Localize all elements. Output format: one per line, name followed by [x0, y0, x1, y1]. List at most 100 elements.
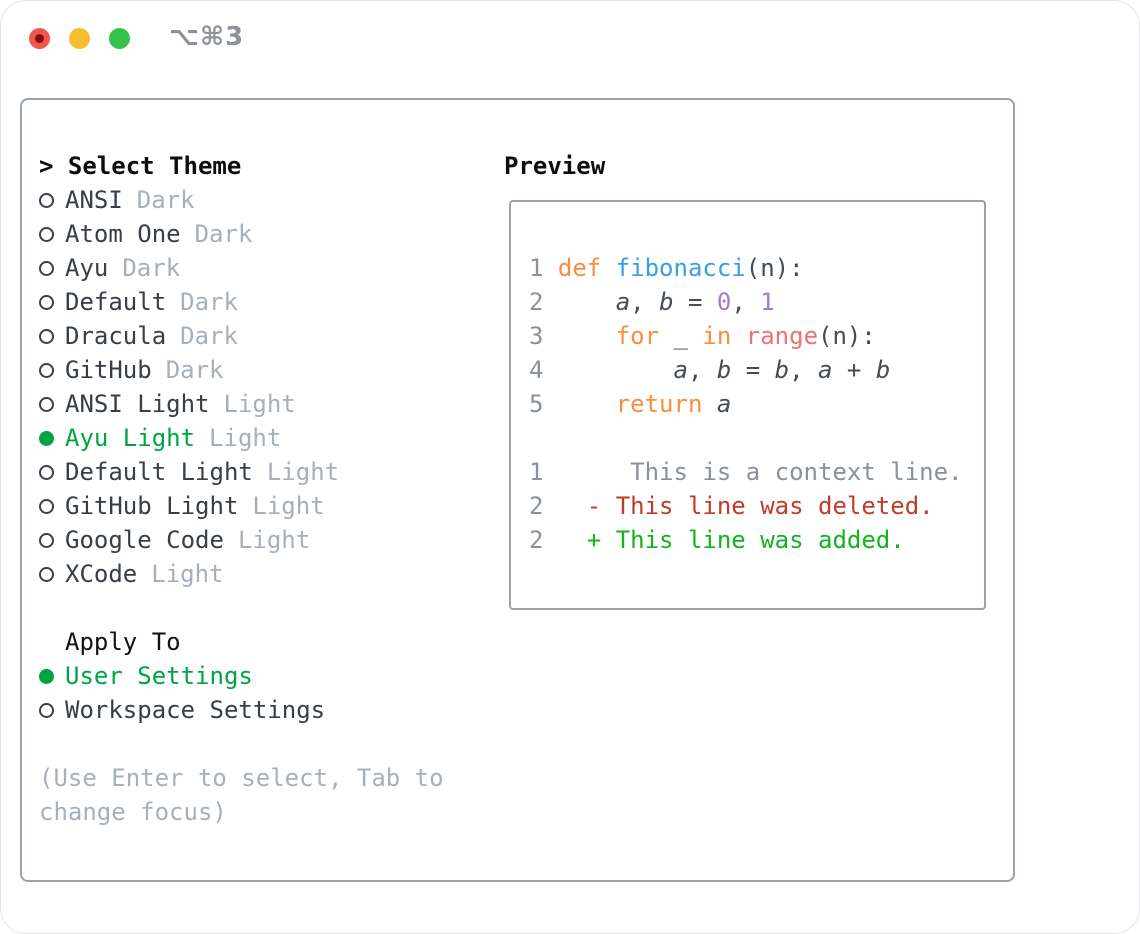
code-token-var: a [716, 390, 732, 418]
code-token-plain: , [687, 356, 717, 384]
code-token-fn: fibonacci [615, 254, 746, 282]
radio-unselected-icon [39, 396, 54, 412]
theme-variant-tag: Dark [136, 186, 195, 214]
theme-variant-tag: Light [266, 458, 340, 486]
theme-variant-tag: Light [151, 560, 224, 588]
apply-option-workspace-settings[interactable]: Workspace Settings [39, 693, 444, 727]
radio-unselected-icon [39, 702, 54, 718]
radio-unselected-icon [39, 532, 54, 548]
radio-unselected-icon [39, 464, 54, 480]
theme-variant-tag: Dark [194, 220, 253, 248]
code-token-plain: (n): [745, 254, 804, 282]
radio-unselected-icon [39, 192, 54, 208]
theme-option-github-light[interactable]: GitHub Light Light [39, 489, 444, 523]
theme-variant-tag: Light [209, 424, 282, 452]
apply-option-label: Workspace Settings [65, 696, 326, 724]
code-token-lno: 1 [529, 458, 558, 486]
theme-name: Default [65, 288, 167, 316]
code-token-var: b [659, 288, 674, 316]
window-title: ⌥⌘3 [169, 22, 245, 52]
theme-variant-tag: Light [237, 526, 311, 554]
theme-name: GitHub [65, 356, 152, 384]
titlebar: ⌥⌘3 [1, 1, 1139, 73]
theme-variant-tag: Dark [165, 356, 224, 384]
code-token-plain: , [789, 356, 819, 384]
theme-option-ayu[interactable]: Ayu Dark [39, 251, 444, 285]
traffic-lights [29, 28, 130, 49]
code-token-plain: , [630, 288, 660, 316]
theme-option-default-light[interactable]: Default Light Light [39, 455, 444, 489]
apply-option-user-settings[interactable]: User Settings [39, 659, 444, 693]
radio-unselected-icon [39, 566, 54, 582]
radio-unselected-icon [39, 260, 54, 276]
code-token-lno: 2 [529, 526, 558, 554]
code-preview: 1 def fibonacci(n): 2 a, b = 0, 1 3 for … [511, 202, 984, 557]
theme-name: GitHub Light [65, 492, 239, 520]
radio-unselected-icon [39, 362, 54, 378]
code-token-plain [731, 322, 745, 350]
theme-name: Default Light [65, 458, 253, 486]
zoom-button[interactable] [109, 28, 130, 49]
theme-option-github[interactable]: GitHub Dark [39, 353, 444, 387]
minimize-button[interactable] [69, 28, 90, 49]
spacer [39, 591, 444, 625]
theme-variant-tag: Light [252, 492, 325, 520]
code-token-plain: = [731, 356, 775, 384]
preview-header: Preview [504, 152, 606, 180]
code-token-lno: 1 [529, 254, 558, 282]
code-token-kw: for [615, 322, 660, 350]
theme-option-ansi[interactable]: ANSI Dark [39, 183, 444, 217]
close-button[interactable] [29, 28, 50, 49]
code-token-lno: 3 [529, 322, 558, 350]
code-token-plain: , [731, 288, 761, 316]
theme-name: Ayu Light [65, 424, 196, 452]
preview-box: 1 def fibonacci(n): 2 a, b = 0, 1 3 for … [509, 200, 986, 610]
code-token-kw: def [557, 254, 616, 282]
theme-option-ayu-light[interactable]: Ayu Light Light [39, 421, 444, 455]
radio-selected-icon [39, 430, 54, 446]
theme-option-xcode[interactable]: XCode Light [39, 557, 444, 591]
code-token-plain: _ [659, 322, 703, 350]
prompt-caret-icon: > [39, 152, 68, 180]
hint-line-1: (Use Enter to select, Tab to [39, 764, 444, 792]
theme-name: ANSI [65, 186, 123, 214]
code-token-del: - This line was deleted. [557, 492, 934, 520]
code-token-plain: + [832, 356, 876, 384]
code-token-add: + This line was added. [557, 526, 905, 554]
code-token-plain [558, 322, 616, 350]
code-token-var: b [774, 356, 790, 384]
code-token-call: range [745, 322, 819, 350]
code-token-num: 1 [760, 288, 775, 316]
theme-name: XCode [65, 560, 138, 588]
radio-unselected-icon [39, 328, 54, 344]
code-token-lno: 2 [529, 492, 558, 520]
code-token-plain [558, 356, 674, 384]
code-token-var: b [716, 356, 732, 384]
radio-selected-icon [39, 668, 54, 684]
code-token-var: b [875, 356, 891, 384]
apply-to-header: Apply To [39, 625, 444, 659]
apply-to-title: Apply To [65, 628, 181, 656]
radio-unselected-icon [39, 226, 54, 242]
radio-unselected-icon [39, 294, 54, 310]
code-token-plain: (n): [818, 322, 876, 350]
theme-name: Dracula [65, 322, 167, 350]
select-theme-header: > Select Theme [39, 149, 444, 183]
code-token-lno: 2 [529, 288, 558, 316]
hint-line-2: change focus) [39, 798, 227, 826]
code-token-plain [558, 288, 616, 316]
theme-name: Ayu [65, 254, 109, 282]
select-theme-title: Select Theme [67, 152, 242, 180]
code-token-num: 0 [716, 288, 732, 316]
theme-variant-tag: Dark [122, 254, 181, 282]
code-token-var: a [615, 288, 631, 316]
